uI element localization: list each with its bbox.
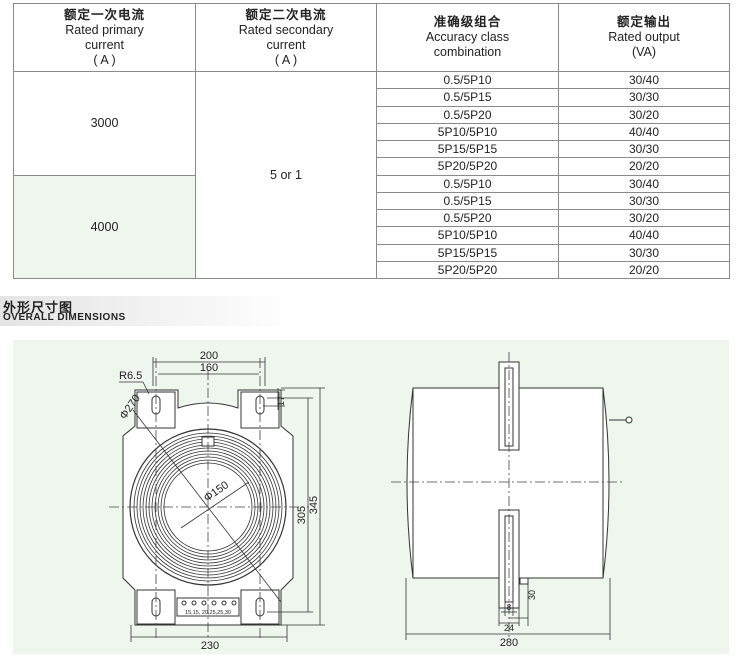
outer-diameter-line: [132, 409, 282, 603]
side-view: [406, 361, 633, 609]
side-dimension-labels: 8 30 24 280: [500, 590, 537, 649]
accuracy-class-cell: 5P20/5P20: [376, 157, 559, 176]
section-title: 外形尺寸图 OVERALL DIMENSIONS: [0, 296, 300, 326]
accuracy-class-cell: 5P20/5P20: [376, 260, 559, 280]
accuracy-class-cell: 0.5/5P15: [376, 191, 559, 211]
dim-24-label: 24: [504, 623, 514, 633]
dim-230-label: 230: [201, 640, 219, 652]
terminal-screw: [231, 600, 237, 606]
side-pin: [625, 416, 633, 424]
dim-280-label: 280: [500, 637, 518, 649]
accuracy-class-cell: 0.5/5P10: [376, 174, 559, 193]
rated-output-cell: 30/30: [558, 243, 730, 262]
secondary-current-cell: 5 or 1: [195, 71, 377, 279]
accuracy-class-cell: 0.5/5P20: [376, 208, 559, 228]
side-center-lines: [391, 352, 625, 640]
header-secondary-current: 额定二次电流 Rated secondary current ( A ): [195, 3, 377, 72]
dim-r65-label: R6.5: [119, 370, 142, 382]
rated-output-cell: 30/20: [558, 208, 730, 228]
rated-output-cell: 40/40: [558, 122, 730, 142]
dim-30-label: 30: [527, 590, 537, 600]
dim-200-label: 200: [200, 350, 218, 362]
table-header-row: 额定一次电流 Rated primary current ( A ) 额定二次电…: [13, 3, 730, 72]
rated-output-cell: 40/40: [558, 226, 730, 245]
inner-diameter-line: [180, 481, 250, 529]
accuracy-class-cell: 5P10/5P10: [376, 226, 559, 245]
terminal-screw: [181, 600, 187, 606]
section-title-zh: 外形尺寸图: [3, 300, 74, 315]
spec-table: 额定一次电流 Rated primary current ( A ) 额定二次电…: [13, 3, 730, 280]
front-dimension-lines: [119, 357, 325, 642]
front-dimension-labels: 200 160 R6.5 Φ270 Φ150 17 305 345 230 15…: [118, 350, 320, 652]
accuracy-class-cell: 5P10/5P10: [376, 122, 559, 142]
rated-output-cell: 20/20: [558, 260, 730, 280]
terminal-screw: [211, 600, 217, 606]
accuracy-class-cell: 0.5/5P15: [376, 88, 559, 107]
rated-output-cell: 30/40: [558, 70, 730, 90]
dim-305-label: 305: [296, 506, 308, 524]
accuracy-class-cell: 0.5/5P20: [376, 105, 559, 124]
primary-current-cell: 4000: [13, 174, 196, 279]
terminal-screw: [221, 600, 227, 606]
dim-345-label: 345: [308, 496, 320, 514]
terminal-screw: [201, 600, 207, 606]
header-primary-current: 额定一次电流 Rated primary current ( A ): [13, 3, 196, 72]
dim-17-label: 17: [276, 396, 286, 406]
rated-output-cell: 30/30: [558, 191, 730, 211]
rated-output-cell: 30/20: [558, 105, 730, 124]
dim-r65-leader-2: [142, 381, 150, 395]
drawing-panel: [13, 340, 729, 654]
accuracy-class-cell: 5P15/5P15: [376, 139, 559, 159]
front-diameter-lines: [132, 409, 282, 603]
dim-160-label: 160: [200, 362, 218, 374]
header-accuracy-class: 准确级组合 Accuracy class combination: [376, 3, 559, 72]
dim-8-label: 8: [507, 603, 512, 612]
dimension-drawing: 200 160 R6.5 Φ270 Φ150 17 305 345 230 15…: [13, 340, 729, 654]
primary-current-cell: 3000: [13, 71, 196, 176]
terminal-screw: [191, 600, 197, 606]
side-dimension-lines: [405, 578, 611, 640]
side-terminal: [519, 577, 529, 585]
terminal-label: 15,15, 20,25,25,30: [185, 610, 231, 616]
accuracy-class-cell: 0.5/5P10: [376, 70, 559, 90]
section-title-en: OVERALL DIMENSIONS: [3, 312, 126, 323]
accuracy-class-cell: 5P15/5P15: [376, 243, 559, 262]
rated-output-cell: 30/30: [558, 88, 730, 107]
rated-output-cell: 30/40: [558, 174, 730, 193]
rated-output-cell: 30/30: [558, 139, 730, 159]
header-rated-output: 额定输出 Rated output (VA): [558, 3, 730, 72]
rated-output-cell: 20/20: [558, 157, 730, 176]
front-center-lines: [109, 358, 309, 640]
front-terminals: [181, 600, 237, 606]
